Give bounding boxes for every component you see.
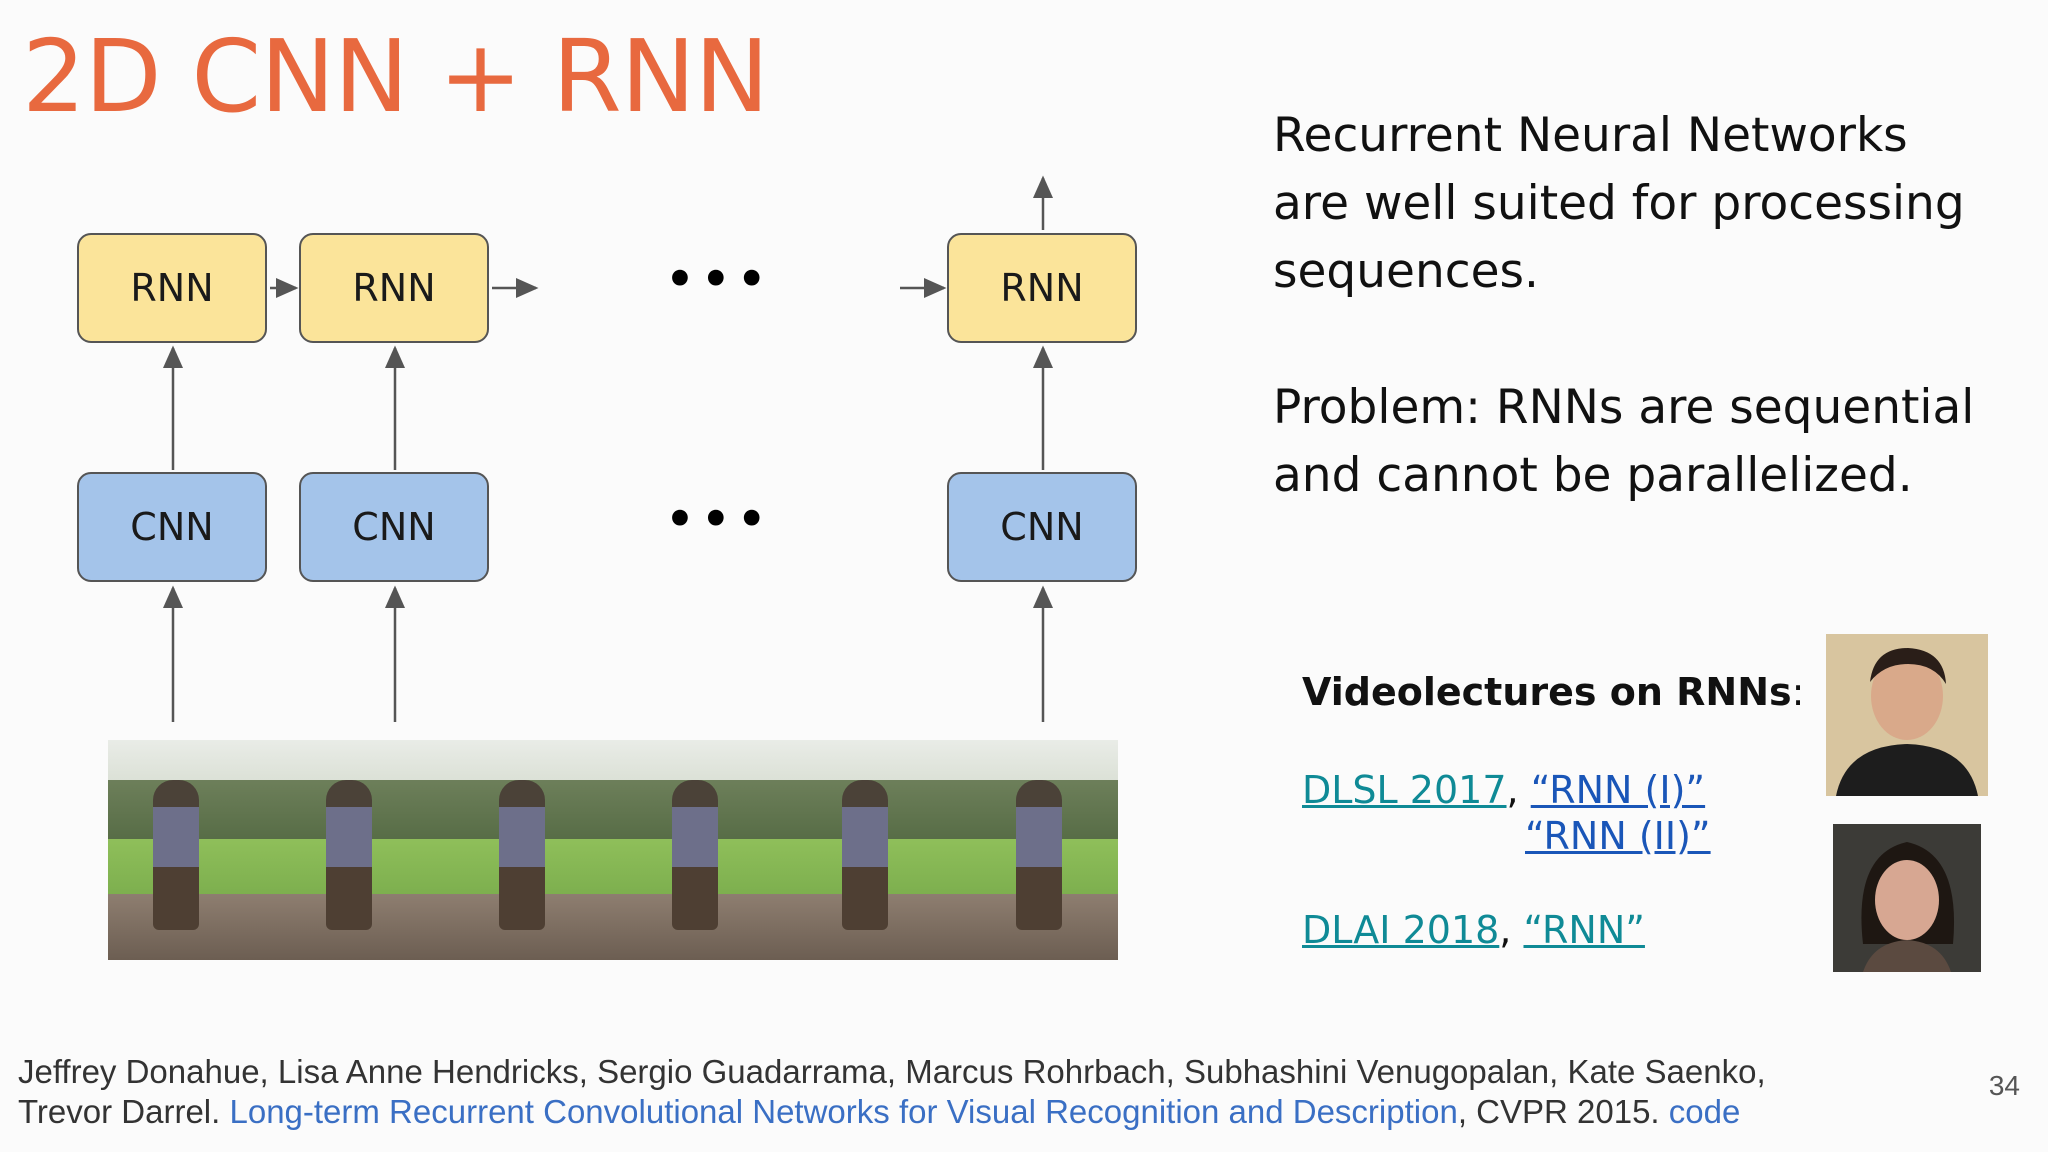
paper-title-link[interactable]: Long-term Recurrent Convolutional Networ… [229,1093,1458,1130]
video-frame-4 [612,740,782,960]
lecture-row-dlsl: DLSL 2017, “RNN (I)” [1302,768,1706,812]
problem-line: Problem: RNNs are sequential [1273,380,1975,435]
problem-line: and cannot be parallelized. [1273,448,1913,503]
rnn-box-2: RNN [299,233,489,343]
rnn-box-1: RNN [77,233,267,343]
video-frame-2 [276,740,446,960]
speaker-photo-1 [1826,634,1988,796]
description-line: are well suited for processing [1273,176,1965,231]
lecture-row-rnn2: “RNN (II)” [1525,814,1711,858]
video-frame-1 [108,740,278,960]
rnn-box-3: RNN [947,233,1137,343]
ellipsis-rnn: ••• [664,248,772,311]
citation-authors: Jeffrey Donahue, Lisa Anne Hendricks, Se… [18,1053,1766,1090]
citation: Jeffrey Donahue, Lisa Anne Hendricks, Se… [18,1052,1918,1132]
video-frame-5 [780,740,950,960]
description-text: Recurrent Neural Networks are well suite… [1273,102,1965,306]
cnn-box-2: CNN [299,472,489,582]
link-rnn-1[interactable]: “RNN (I)” [1530,768,1706,812]
problem-text: Problem: RNNs are sequential and cannot … [1273,374,1974,510]
speaker-photo-2 [1833,824,1981,972]
cnn-box-1: CNN [77,472,267,582]
video-frame-6 [948,740,1118,960]
citation-line2: Trevor Darrel. Long-term Recurrent Convo… [18,1093,1741,1130]
link-rnn-3[interactable]: “RNN” [1523,908,1645,952]
speaker-portrait-icon [1833,824,1981,972]
speaker-portrait-icon [1826,634,1988,796]
link-rnn-2[interactable]: “RNN (II)” [1525,814,1711,858]
lecture-row-dlai: DLAI 2018, “RNN” [1302,908,1645,952]
ellipsis-cnn: ••• [664,488,772,551]
lectures-heading: Videolectures on RNNs: [1302,670,1805,714]
video-frame-3 [444,740,614,960]
link-dlsl-2017[interactable]: DLSL 2017 [1302,768,1507,812]
link-dlai-2018[interactable]: DLAI 2018 [1302,908,1500,952]
description-line: sequences. [1273,244,1539,299]
slide-title: 2D CNN + RNN [22,18,769,135]
description-line: Recurrent Neural Networks [1273,108,1908,163]
page-number: 34 [1988,1070,2020,1101]
cnn-box-3: CNN [947,472,1137,582]
code-link[interactable]: code [1668,1093,1741,1130]
